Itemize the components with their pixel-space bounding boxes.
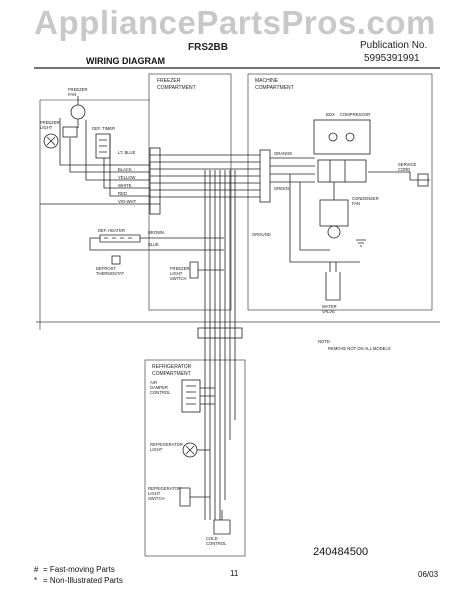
- condenser-fan-label-1: CONDENSER: [352, 196, 379, 201]
- freezer-light-bulb-icon: [43, 133, 59, 149]
- page-number: 11: [230, 569, 239, 578]
- cold-control-label-2: CONTROL: [206, 541, 227, 546]
- model-number: FRS2BB: [188, 42, 229, 53]
- compressor-icon: [313, 119, 371, 155]
- defrost-thermostat-icon: [111, 255, 121, 265]
- freezer-light-label-2: LIGHT: [40, 125, 53, 130]
- freezer-harness-connector: [149, 147, 161, 215]
- defrost-thermostat-label-2: THERMOSTAT: [96, 271, 125, 276]
- cold-control-label-1: COLD: [206, 536, 218, 541]
- condenser-fan-label-2: FAN: [352, 201, 360, 206]
- freezer-fan-label-2: FAN: [68, 92, 76, 97]
- freezer-light-switch-label-2: LIGHT: [170, 271, 183, 276]
- compressor-label-2: COMPRESSOR: [340, 112, 370, 117]
- legend-fast-moving: #= Fast-moving Parts: [34, 565, 115, 574]
- defrost-timer-label: DEF. TIMER: [92, 126, 115, 131]
- machine-boundary: [247, 73, 433, 311]
- water-valve-icon: [325, 272, 341, 301]
- wire-label-red: RED: [118, 191, 127, 196]
- def-heater-label: DEF. HEATER: [98, 228, 125, 233]
- refrigerator-light-label-2: LIGHT: [150, 447, 163, 452]
- refrigerator-label-1: REFRIGERATOR: [152, 364, 192, 370]
- condenser-fan-box-icon: [319, 199, 349, 227]
- damper-control-icon: [213, 519, 231, 535]
- wire-label-lt-blue: LT. BLUE: [118, 150, 136, 155]
- compartment-boundaries: [36, 73, 440, 557]
- freezer-light-label-1: FREEZER: [40, 120, 60, 125]
- freezer-fan-label-1: FREEZER: [68, 87, 88, 92]
- service-cord-label-1: SERVICE: [398, 162, 417, 167]
- water-valve-label-2: VALVE: [322, 309, 335, 314]
- machine-harness-connector: [259, 149, 271, 203]
- refrigerator-light-switch-icon: [179, 487, 191, 507]
- refrigerator-light-switch-label-2: LIGHT: [148, 491, 161, 496]
- fan-connector-icon: [62, 126, 78, 138]
- machine-label-2: COMPARTMENT: [255, 85, 294, 91]
- wire-label-black: BLACK: [118, 167, 132, 172]
- service-cord-line: [368, 171, 430, 181]
- refrigerator-light-switch-label-1: REFRIGERATOR: [148, 486, 181, 491]
- freezer-label-2: COMPARTMENT: [157, 85, 196, 91]
- legend-non-illustrated: *= Non-Illustrated Parts: [34, 576, 123, 585]
- service-cord-plug-icon: [417, 173, 429, 187]
- freezer-fan-motor-icon: [70, 104, 86, 120]
- diagram-title: WIRING DIAGRAM: [86, 56, 165, 66]
- damper-label-2: DAMPER: [150, 385, 168, 390]
- wire-label-blue: BLUE: [148, 242, 159, 247]
- part-number: 240484500: [313, 546, 369, 558]
- service-cord-label-2: CORD: [398, 167, 410, 172]
- refrigerator-label-2: COMPARTMENT: [152, 371, 191, 377]
- wire-label-green: GREEN: [274, 186, 289, 191]
- freezer-light-switch-label-3: SWITCH: [170, 276, 187, 281]
- ground-label: GROUND: [252, 232, 271, 237]
- refrigerator-light-label-1: REFRIGERATOR: [150, 442, 183, 447]
- wire-label-brown: BROWN: [148, 230, 164, 235]
- condenser-fan-motor-icon: [327, 225, 341, 239]
- defrost-heater-icon: [99, 234, 141, 243]
- damper-label-3: CONTROL: [150, 390, 171, 395]
- publication-label: Publication No.: [360, 40, 428, 51]
- ground-icon: [356, 239, 366, 247]
- refrigerator-boundary: [144, 359, 246, 557]
- publication-number: 5995391991: [364, 53, 420, 64]
- defrost-thermostat-label-1: DEFROST: [96, 266, 116, 271]
- freezer-boundary: [148, 73, 232, 311]
- note-text: REMOVE NOT ON ALL MODELS: [328, 346, 391, 351]
- wire-label-vio-wht: VIO-WHT: [118, 199, 137, 204]
- damper-label-1: AIR: [150, 380, 157, 385]
- compressor-label-1: BOX: [326, 112, 335, 117]
- refrigerator-light-switch-label-3: SWITCH: [148, 496, 165, 501]
- machine-label-1: MACHINE: [255, 78, 279, 84]
- note-title: NOTE:: [318, 339, 331, 344]
- main-harness: [197, 170, 243, 520]
- freezer-label-1: FREEZER: [157, 78, 181, 84]
- date-code: 06/03: [418, 570, 439, 579]
- site-watermark: AppliancePartsPros.com: [34, 4, 436, 41]
- wire-label-yellow: YELLOW: [118, 175, 136, 180]
- freezer-light-switch-icon: [189, 261, 199, 279]
- water-valve-label-1: WATER: [322, 304, 337, 309]
- relay-overload-icon: [317, 159, 367, 183]
- wire-label-white: WHITE: [118, 183, 132, 188]
- freezer-light-switch-label-1: FREEZER: [170, 266, 190, 271]
- wire-label-orange: ORANGE: [274, 151, 292, 156]
- cold-control-icon: [181, 379, 201, 413]
